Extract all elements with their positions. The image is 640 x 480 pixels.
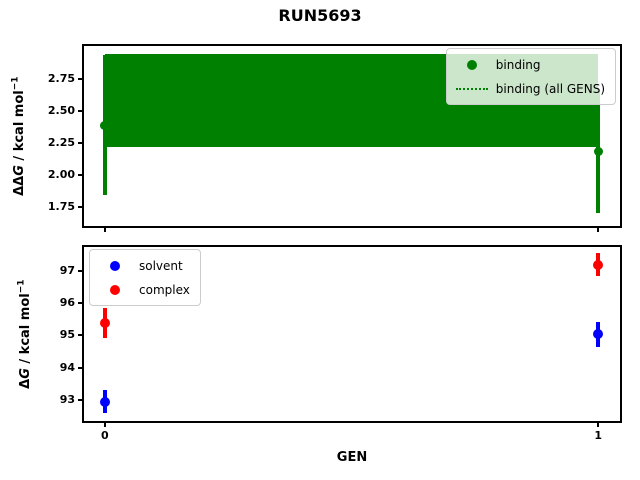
binding-ddg-plot: 1.75 2.00 2.25 2.50 2.75 binding binding (all … [48,44,622,232]
legend: binding binding (all GENS) [445,48,616,105]
data-point-binding [100,120,110,130]
legend-dotted-line-icon [454,87,490,90]
x-tick-mark [597,423,600,427]
legend-item-binding: binding [454,54,605,75]
x-tick-mark [597,228,600,232]
y-tick-mark [78,78,82,81]
legend-item-binding-all-gens-: binding (all GENS) [454,78,605,99]
legend-label: complex [139,282,190,297]
y-tick-label: 2.75 [47,72,75,86]
y-tick-label: 94 [59,360,75,374]
legend-item-complex: complex [97,279,190,300]
x-tick-label: 1 [594,429,603,442]
y-tick-mark [78,334,82,337]
y-axis-label-ddg: ΔΔG / kcal mol−1 [6,44,32,228]
y-tick-label: 97 [59,263,75,277]
data-point-complex [593,259,604,270]
y-tick-mark [78,142,82,145]
y-axis-label-dg: ΔG / kcal mol−1 [12,245,38,423]
y-tick-mark [78,366,82,369]
y-tick-label: 2.00 [47,167,75,181]
legend-dot-icon [97,260,133,271]
x-tick-mark [103,228,106,232]
y-tick-mark [78,110,82,113]
y-tick-mark [78,205,82,208]
legend-label: solvent [139,258,183,273]
data-point-solvent [593,329,604,340]
dot-icon [110,260,120,271]
dotted-line-icon [455,87,488,90]
y-tick-mark [78,269,82,272]
x-axis-label: GEN [336,450,368,465]
solvent-complex-dg-plot: 93 94 95 96 97 0 1 solvent complex [60,245,622,442]
legend-label: binding [495,57,541,72]
y-tick-label: 2.25 [47,136,75,150]
y-tick-mark [78,398,82,401]
y-tick-label: 2.50 [47,104,75,118]
x-tick-label: 0 [100,429,109,442]
y-tick-mark [78,173,82,176]
data-point-complex [99,318,110,328]
legend-item-solvent: solvent [97,255,190,276]
legend: solvent complex [89,249,201,306]
legend-dot-icon [97,284,133,295]
y-tick-label: 96 [59,295,75,309]
y-axis-label-text: ΔΔG / kcal mol−1 [10,76,28,196]
y-tick-mark [78,301,82,304]
y-tick-label: 95 [59,328,75,342]
y-tick-label: 1.75 [47,199,75,213]
legend-label: binding (all GENS) [495,81,605,96]
dot-icon [110,284,120,295]
dot-icon [466,59,477,70]
legend-dot-icon [454,59,490,70]
figure-title: RUN5693 [278,6,362,25]
data-point-solvent [99,396,110,407]
y-tick-label: 93 [59,392,75,406]
y-axis-label-text: ΔG / kcal mol−1 [16,279,34,389]
x-tick-mark [103,423,106,427]
data-point-binding [593,147,603,157]
